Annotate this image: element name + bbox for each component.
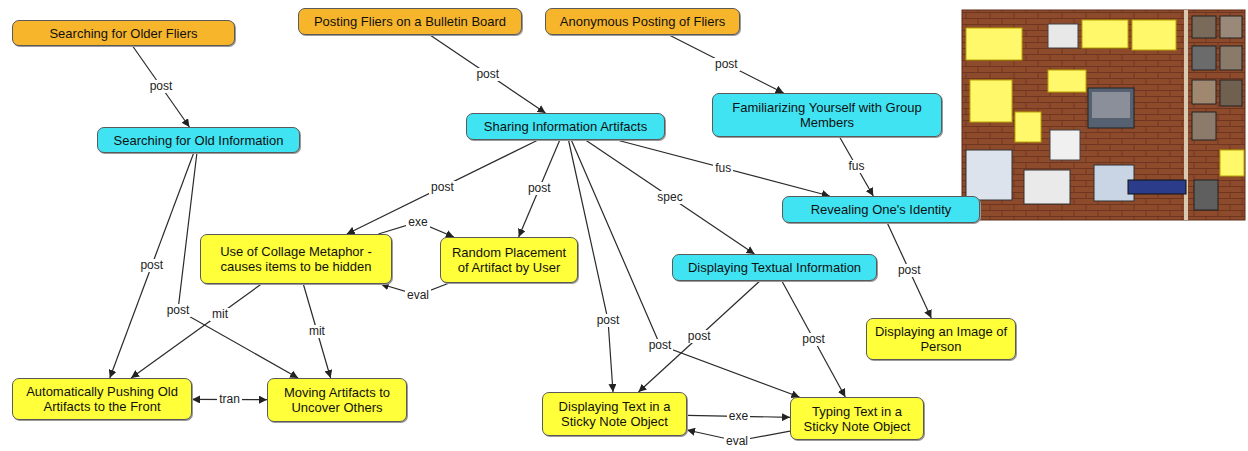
concept-text: Searching for Old Information <box>114 133 284 148</box>
link-label: mit <box>307 325 327 338</box>
link-arrow <box>887 223 931 318</box>
link-label: eval <box>724 435 750 448</box>
concept-box: Moving Artifacts to Uncover Others <box>267 378 407 422</box>
link-arrow <box>303 284 330 378</box>
link-label: post <box>148 80 175 93</box>
concept-box: Displaying Text in a Sticky Note Object <box>542 392 687 436</box>
concept-text: Random Placement of Artifact by User <box>448 245 570 275</box>
concept-text: Posting Fliers on a Bulletin Board <box>314 14 506 29</box>
link-label: exe <box>727 410 750 423</box>
link-arrow <box>347 140 538 234</box>
link-arrow <box>131 284 261 378</box>
concept-box: Posting Fliers on a Bulletin Board <box>298 8 522 35</box>
link-label: post <box>713 58 740 71</box>
concept-text: Searching for Older Fliers <box>49 26 197 41</box>
link-label: fus <box>713 162 733 175</box>
concept-box: Searching for Old Information <box>97 127 300 153</box>
link-label: post <box>686 330 713 343</box>
concept-text: Sharing Information Artifacts <box>484 119 647 134</box>
link-label: post <box>595 314 622 327</box>
concept-box: Familiarizing Yourself with Group Member… <box>712 93 942 137</box>
concept-box: Revealing One's Identity <box>782 196 980 223</box>
concept-text: Moving Artifacts to Uncover Others <box>275 385 399 415</box>
concept-text: Displaying Text in a Sticky Note Object <box>550 399 679 429</box>
link-label: post <box>429 181 456 194</box>
concept-text: Revealing One's Identity <box>811 202 952 217</box>
concept-text: Use of Collage Metaphor -causes items to… <box>208 244 384 274</box>
link-label: post <box>647 339 674 352</box>
link-arrow <box>133 46 190 127</box>
concept-box: Searching for Older Fliers <box>12 20 235 46</box>
link-label: exe <box>406 216 429 229</box>
concept-box: Use of Collage Metaphor -causes items to… <box>200 234 392 284</box>
concept-box: Displaying Textual Information <box>672 254 877 281</box>
concept-text: Displaying Textual Information <box>688 260 861 275</box>
concept-text: Typing Text in a Sticky Note Object <box>798 404 916 434</box>
link-arrow <box>110 153 194 378</box>
concept-text: Anonymous Posting of Fliers <box>560 14 725 29</box>
concept-box: Sharing Information Artifacts <box>466 113 665 140</box>
link-arrow <box>617 140 830 196</box>
link-label: tran <box>217 393 242 406</box>
concept-box: Random Placement of Artifact by User <box>440 237 578 283</box>
link-arrow <box>639 281 760 392</box>
link-label: post <box>138 259 165 272</box>
link-label: post <box>800 333 827 346</box>
concept-box: Typing Text in a Sticky Note Object <box>790 397 924 440</box>
link-label: mit <box>210 308 230 321</box>
link-label: post <box>526 182 553 195</box>
link-arrow <box>782 281 845 397</box>
concept-box: Displaying an Image of Person <box>866 318 1016 360</box>
concept-box: Anonymous Posting of Fliers <box>545 8 740 35</box>
link-label: eval <box>405 289 431 302</box>
link-label: post <box>165 304 192 317</box>
link-label: fus <box>846 160 866 173</box>
link-label: post <box>474 68 501 81</box>
link-label: post <box>896 264 923 277</box>
concept-text: Displaying an Image of Person <box>874 324 1008 354</box>
link-arrow <box>586 140 755 254</box>
concept-box: Automatically Pushing Old Artifacts to t… <box>12 378 192 420</box>
link-arrow <box>669 35 784 93</box>
concept-text: Automatically Pushing Old Artifacts to t… <box>20 384 184 414</box>
link-arrow <box>430 35 546 113</box>
link-label: spec <box>655 191 684 204</box>
concept-text: Familiarizing Yourself with Group Member… <box>720 100 934 130</box>
link-arrow <box>519 140 560 237</box>
link-arrow <box>840 137 874 196</box>
